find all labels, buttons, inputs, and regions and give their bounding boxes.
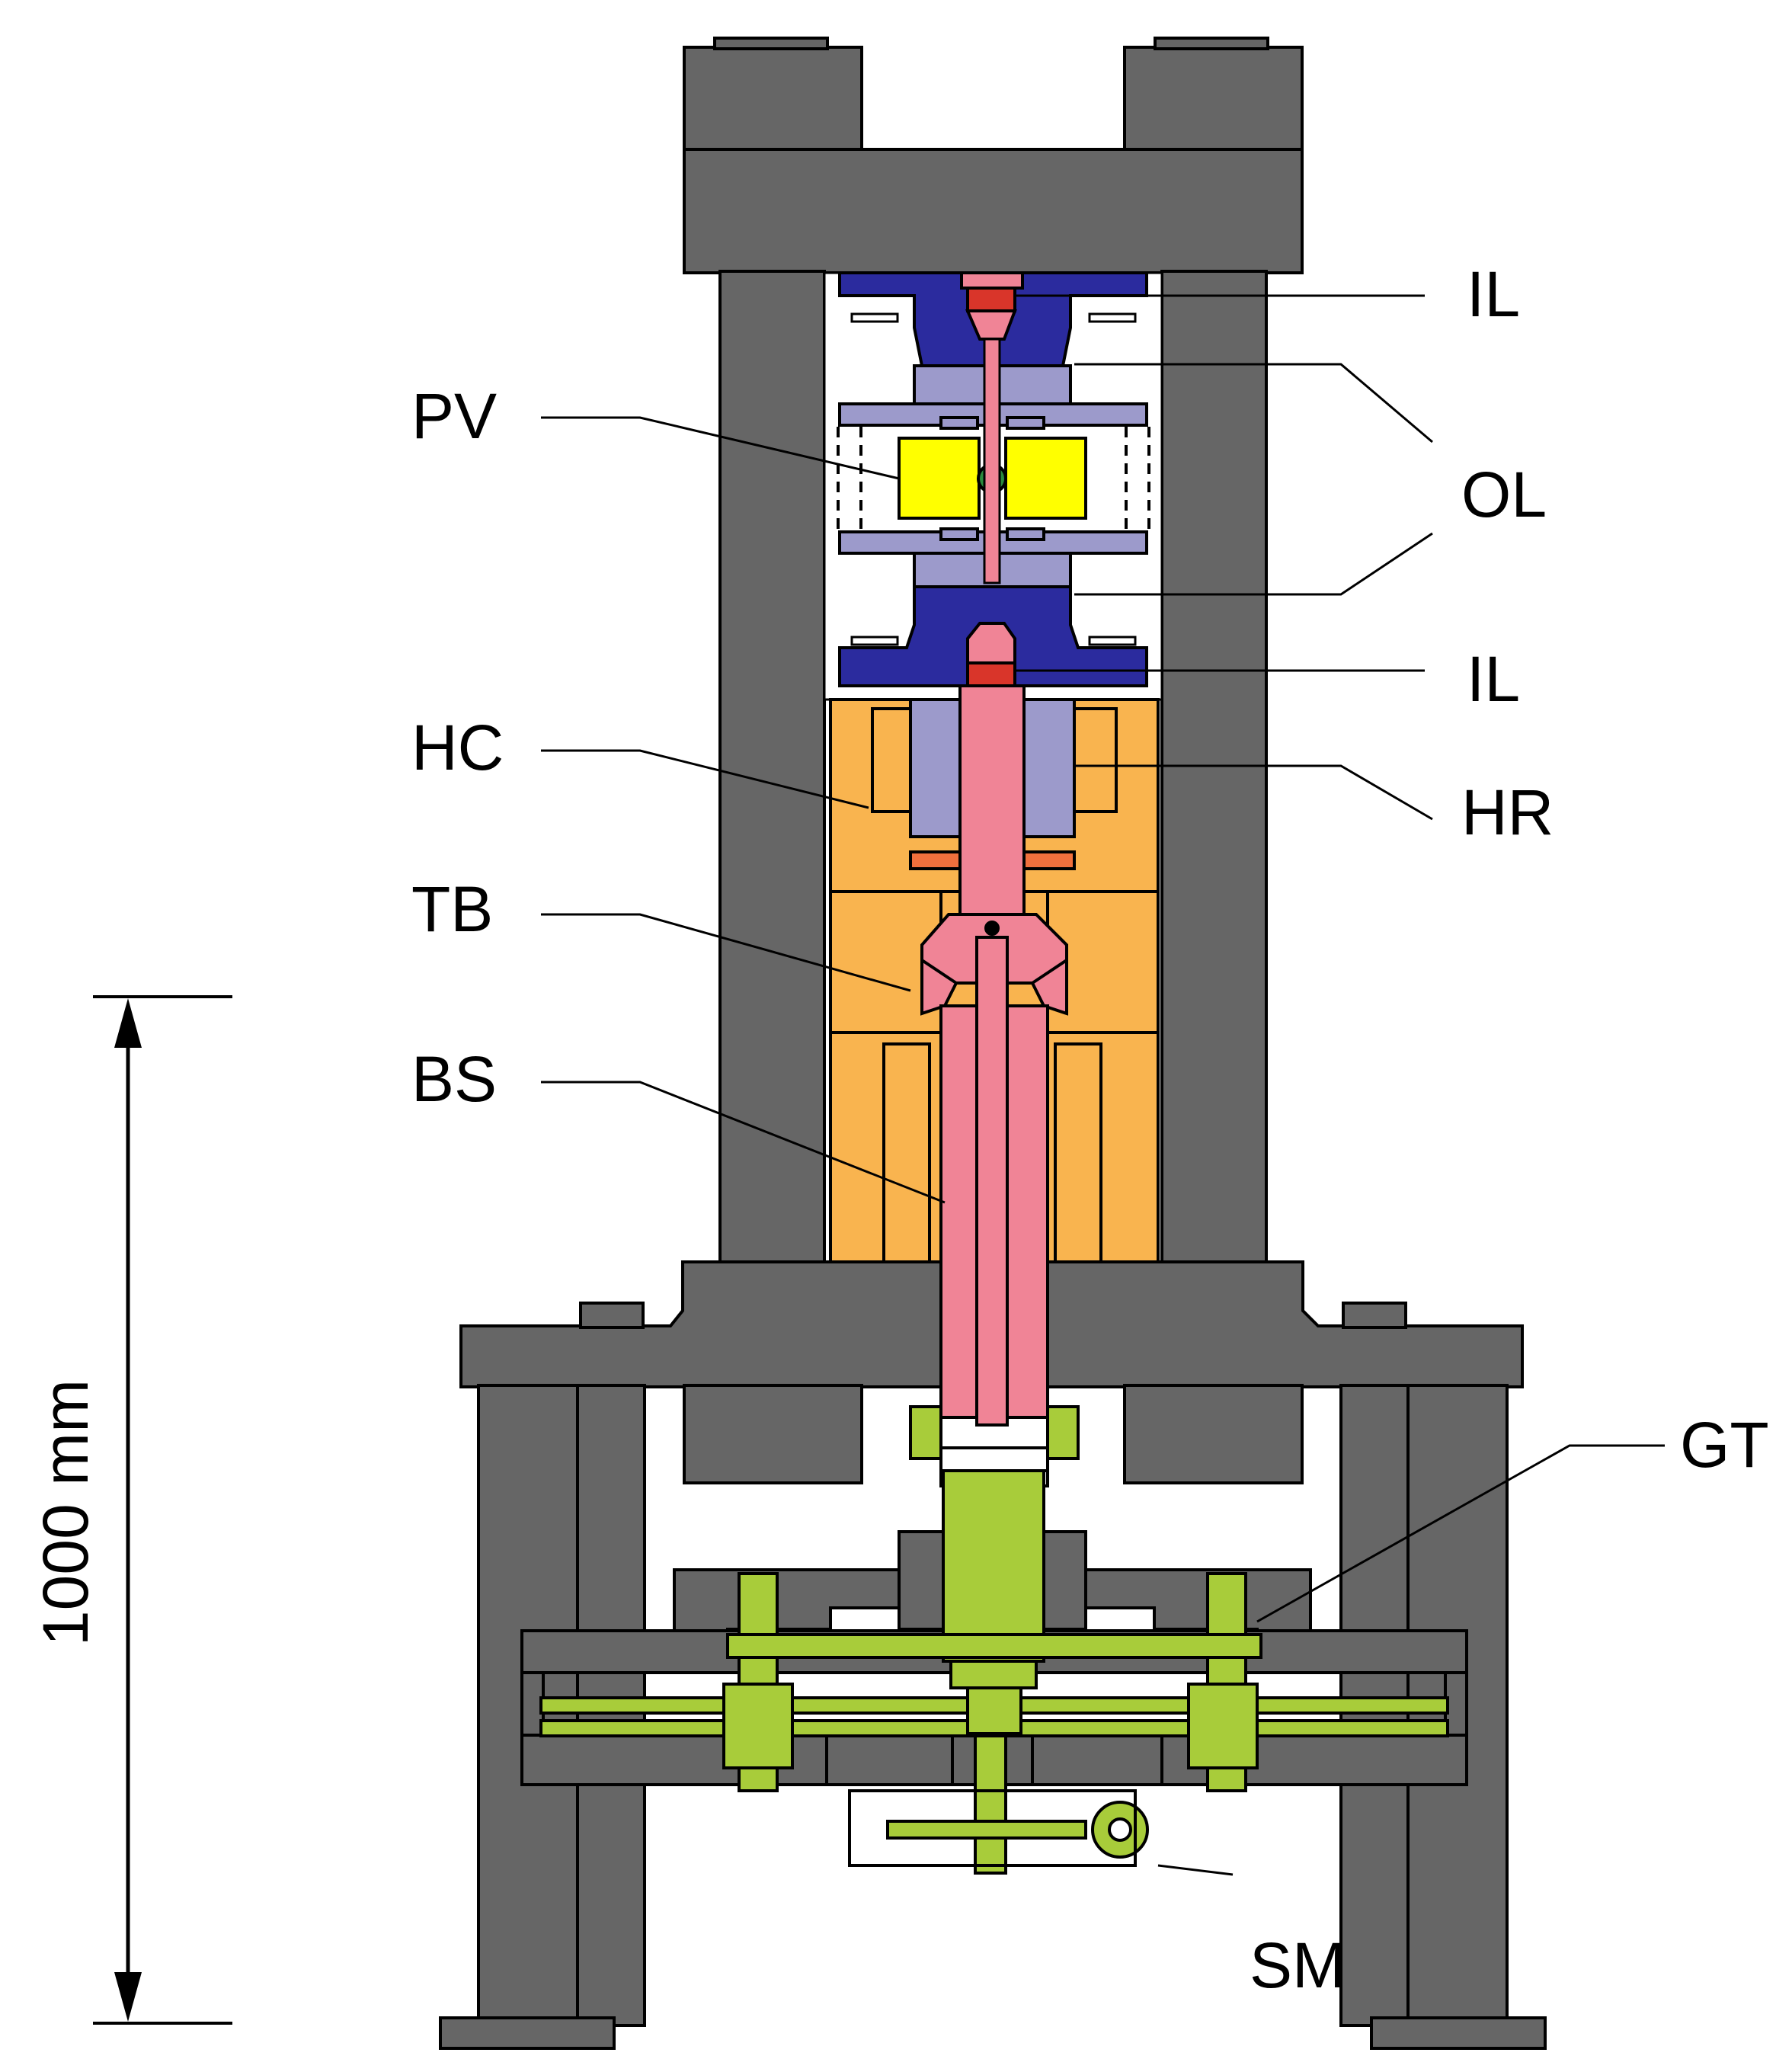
piston bbox=[920, 622, 1068, 1427]
label-ol: OL bbox=[1461, 459, 1547, 530]
gear-train bbox=[539, 1405, 1449, 1875]
upper-rod bbox=[983, 338, 1001, 584]
dimension-label: 1000 mm bbox=[30, 1379, 101, 1646]
label-il-top: IL bbox=[1467, 258, 1520, 330]
label-hr: HR bbox=[1461, 777, 1554, 848]
chamber-slots bbox=[850, 312, 1137, 646]
label-bs: BS bbox=[411, 1043, 497, 1115]
motor-housing bbox=[848, 1789, 1137, 1867]
label-tb: TB bbox=[411, 873, 493, 945]
label-gt: GT bbox=[1680, 1409, 1769, 1481]
dimension-line: 1000 mm bbox=[30, 995, 232, 2025]
label-hc: HC bbox=[411, 712, 504, 783]
label-il-bottom: IL bbox=[1467, 643, 1520, 715]
leader-lines bbox=[541, 294, 1665, 1876]
label-sm: SM bbox=[1250, 1929, 1346, 2001]
labels: IL OL IL HR PV HC TB BS GT SM bbox=[411, 258, 1769, 2001]
pressure-vessel bbox=[898, 416, 1087, 541]
label-pv: PV bbox=[411, 380, 497, 452]
